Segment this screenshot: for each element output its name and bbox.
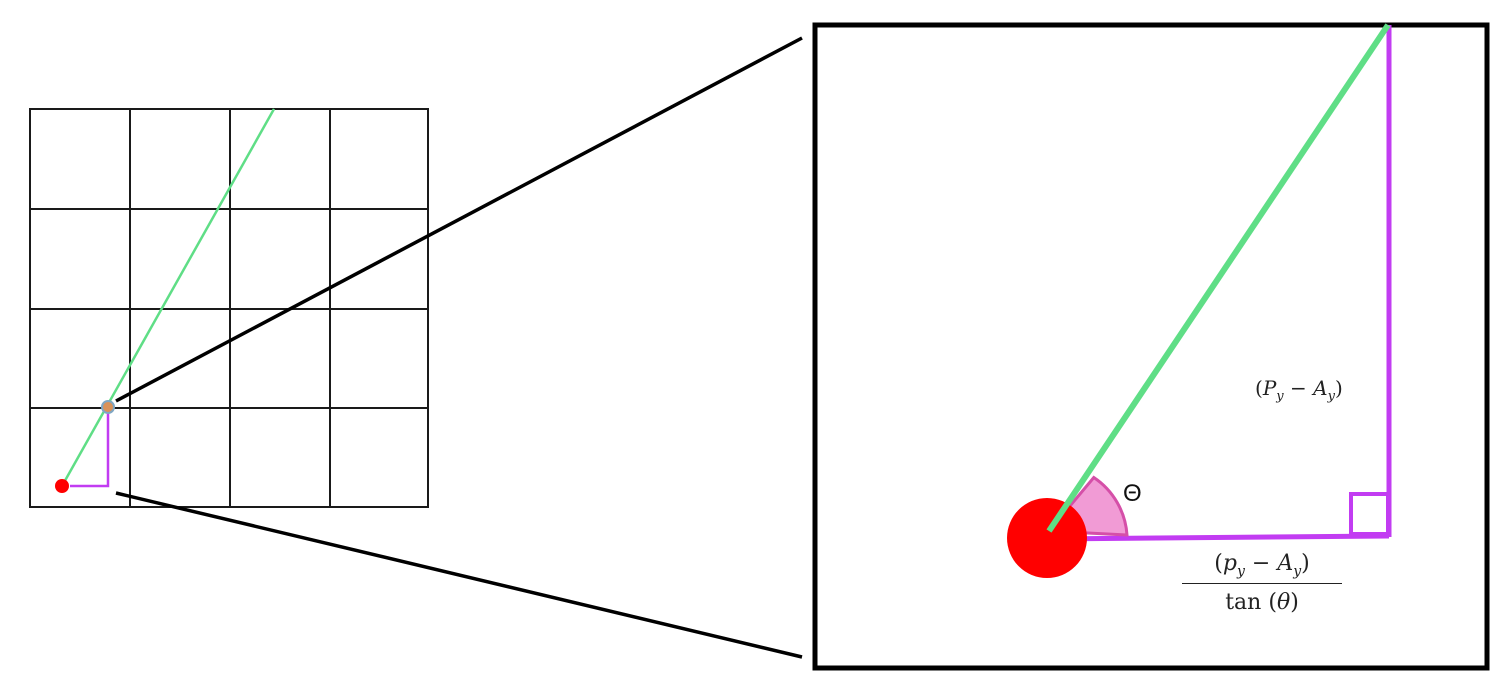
- vl-p: P: [1262, 376, 1277, 400]
- hl-a-sub: y: [1293, 563, 1302, 580]
- vl-open: (: [1255, 376, 1263, 400]
- theta-label: Θ: [1123, 480, 1142, 507]
- zoom-line-bottom: [115, 491, 803, 659]
- horizontal-leg: [1047, 533, 1390, 542]
- hl-numerator: (py − Ay): [1182, 551, 1342, 585]
- hl-theta: θ: [1276, 590, 1291, 616]
- hl-denominator: tan (θ): [1182, 584, 1342, 615]
- zoom-frame: [812, 22, 1490, 671]
- horizontal-leg-formula: (py − Ay) tan (θ): [1182, 551, 1342, 615]
- zoomed-triangle: Θ: [1007, 23, 1392, 578]
- hl-a: A: [1277, 551, 1294, 576]
- vl-close: ): [1334, 376, 1343, 400]
- triangle-legs-small: [70, 408, 110, 488]
- hl-open: (: [1214, 551, 1223, 576]
- right-angle-marker: [1349, 492, 1390, 536]
- vl-minus: −: [1283, 376, 1314, 400]
- hl-tan: tan: [1225, 590, 1262, 616]
- vl-a-sub: y: [1327, 389, 1335, 404]
- ray-line-large: [1046, 23, 1391, 533]
- vertical-leg-formula: (Py − Ay): [1255, 376, 1343, 404]
- intersection-point: [101, 400, 115, 414]
- vl-p-sub: y: [1276, 389, 1284, 404]
- zoom-line-top: [115, 36, 803, 403]
- hl-close: ): [1301, 551, 1310, 576]
- hl-den-open: (: [1261, 590, 1277, 616]
- grid-overview: [29, 108, 429, 508]
- hl-den-close: ): [1290, 590, 1299, 616]
- hl-p: p: [1222, 551, 1237, 576]
- hl-minus: −: [1244, 551, 1278, 576]
- player-dot-large: [1007, 498, 1087, 578]
- player-dot-small: [55, 479, 69, 493]
- vl-a: A: [1313, 376, 1328, 400]
- hl-p-sub: y: [1236, 563, 1245, 580]
- ray-line-small: [60, 108, 276, 487]
